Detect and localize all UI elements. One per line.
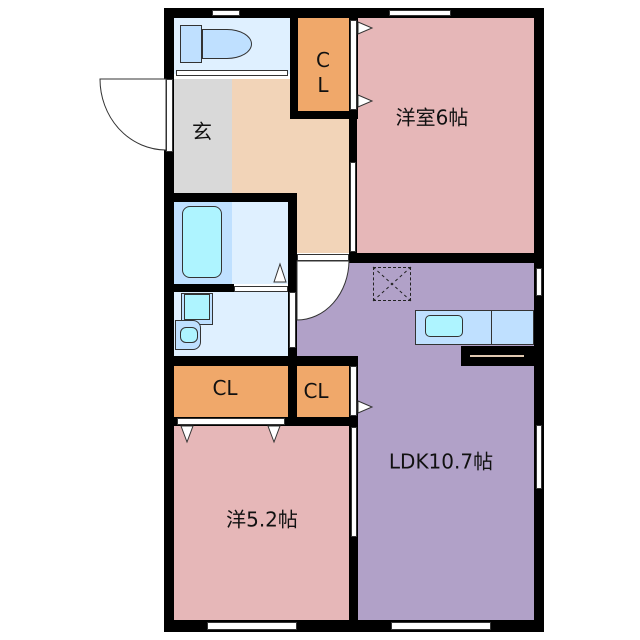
wall bbox=[290, 8, 298, 119]
toilet-door bbox=[176, 70, 288, 76]
closet-door-left bbox=[177, 418, 285, 425]
bathtub bbox=[182, 206, 222, 278]
stove-line bbox=[470, 355, 524, 357]
window bbox=[391, 622, 491, 630]
kitchen-sink bbox=[425, 315, 463, 337]
room-label-western-1: 洋室6帖 bbox=[395, 105, 469, 130]
room2-sliding-door bbox=[351, 427, 357, 537]
closet-top bbox=[297, 17, 349, 111]
room-label-closet-top-c: C bbox=[316, 48, 330, 72]
window bbox=[207, 622, 297, 630]
western-room-1 bbox=[357, 17, 534, 253]
room-label-entrance: 玄 bbox=[192, 119, 212, 144]
hallway bbox=[232, 79, 294, 193]
hallway-lower bbox=[294, 117, 350, 253]
room-label-closet-small: CL bbox=[303, 379, 329, 403]
wall bbox=[164, 356, 358, 366]
closet-door-small bbox=[350, 366, 357, 416]
wash-door bbox=[289, 292, 296, 348]
wall bbox=[349, 253, 539, 263]
wall bbox=[290, 111, 358, 119]
wall bbox=[164, 193, 296, 202]
room-label-western-2: 洋5.2帖 bbox=[226, 507, 298, 532]
room-label-closet-top-l: L bbox=[317, 73, 329, 97]
window bbox=[212, 10, 240, 16]
entrance bbox=[174, 79, 232, 193]
ceiling-vent bbox=[373, 267, 411, 301]
wall bbox=[288, 193, 297, 363]
sliding-door bbox=[350, 162, 356, 252]
wash-toilet-bowl bbox=[180, 327, 198, 343]
toilet-bowl bbox=[202, 29, 252, 59]
ldk-lower bbox=[358, 364, 534, 620]
wall bbox=[534, 8, 544, 632]
kitchen-divider bbox=[491, 310, 492, 345]
room-label-closet-left: CL bbox=[212, 376, 238, 400]
window bbox=[536, 268, 542, 296]
closet-small bbox=[297, 365, 349, 417]
western-room-2 bbox=[174, 426, 350, 620]
window bbox=[536, 425, 542, 489]
wall bbox=[164, 8, 174, 632]
toilet-tank bbox=[180, 25, 202, 63]
wall bbox=[288, 356, 297, 426]
washbasin bbox=[184, 294, 210, 320]
wall bbox=[164, 284, 234, 292]
bath-door bbox=[234, 286, 288, 292]
closet-left bbox=[174, 365, 288, 417]
window bbox=[389, 10, 451, 16]
closet-door-top bbox=[350, 20, 357, 110]
room-label-ldk: LDK10.7帖 bbox=[388, 449, 494, 474]
